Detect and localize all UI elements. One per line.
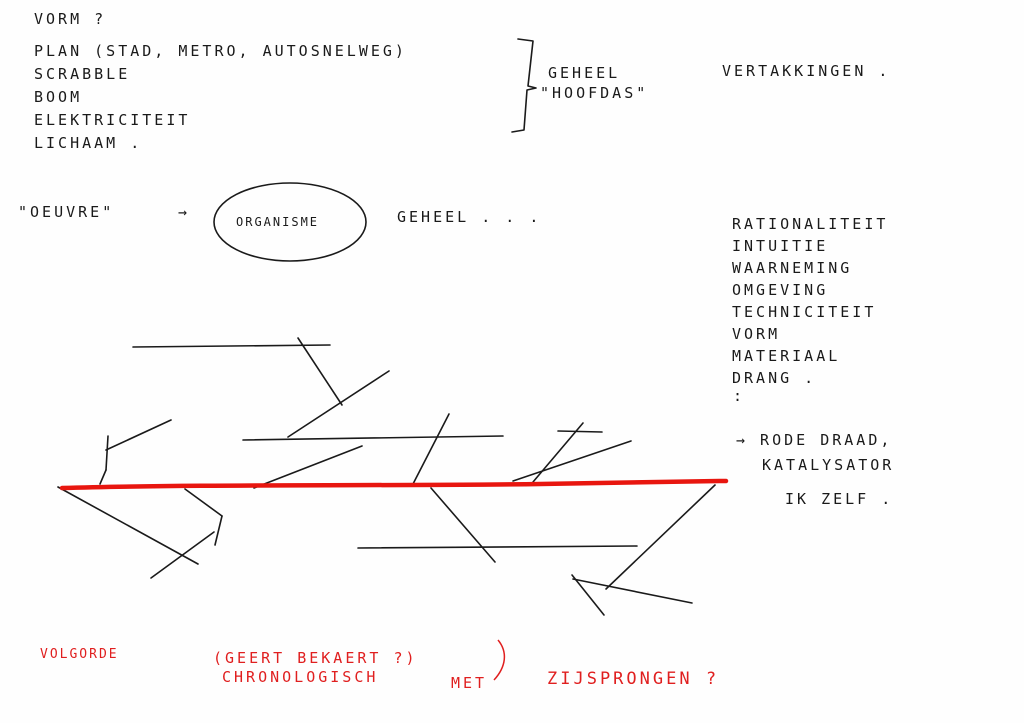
ik-zelf-label: IK ZELF . [785, 490, 894, 508]
branch-line [184, 488, 223, 517]
red-parenthesis [493, 639, 506, 681]
branch-line [214, 515, 223, 546]
branch-line [253, 445, 363, 489]
aspect-item: OMGEVING [732, 281, 829, 299]
aspect-item: INTUITIE [732, 237, 829, 255]
grouping-bracket [511, 38, 537, 133]
geheel-label-top: GEHEEL [548, 64, 621, 82]
aspect-item: WAARNEMING [732, 259, 853, 277]
branch-line [557, 430, 603, 433]
branch-line [572, 578, 693, 604]
vorm-question: VORM ? [34, 10, 107, 28]
hoofdas-label: "HOOFDAS" [540, 84, 649, 102]
rode-draad-line: → RODE DRAAD, [736, 431, 893, 449]
branch-line [430, 487, 496, 563]
branch-line [242, 435, 504, 441]
aspect-item: RATIONALITEIT [732, 215, 889, 233]
oeuvre-label: "OEUVRE" [18, 203, 115, 221]
aspects-list: RATIONALITEIT INTUITIE WAARNEMING OMGEVI… [732, 217, 888, 393]
example-elektriciteit: ELEKTRICITEIT [34, 111, 191, 129]
branch-line [412, 413, 450, 485]
chronologisch-label: CHRONOLOGISCH [222, 668, 379, 686]
example-boom: BOOM [34, 88, 83, 106]
organism-label: ORGANISME [236, 215, 320, 229]
geert-bekaert-label: (GEERT BEKAERT ?) [213, 649, 418, 667]
aspect-item: DRANG . [732, 369, 817, 387]
branch-line [132, 344, 331, 348]
branch-diagram [57, 337, 716, 616]
aspect-item: VORM [732, 325, 781, 343]
branch-line [57, 486, 199, 565]
branch-line [150, 531, 215, 579]
example-scrabble: SCRABBLE [34, 65, 131, 83]
aspect-item: TECHNICITEIT [732, 303, 877, 321]
vertakkingen-label: VERTAKKINGEN . [722, 62, 891, 80]
red-main-axis [59, 478, 729, 491]
branch-line [605, 484, 716, 590]
branch-line [297, 337, 343, 406]
branch-line [287, 370, 390, 438]
branch-line [512, 440, 632, 482]
branch-line [105, 435, 109, 471]
continuation-dots: : [733, 387, 746, 405]
branch-line [357, 545, 638, 549]
branch-line [571, 574, 605, 616]
branch-line [99, 469, 107, 485]
organism-circle [213, 182, 367, 262]
branch-line [105, 419, 172, 451]
example-plan: PLAN (STAD, METRO, AUTOSNELWEG) [34, 42, 407, 60]
arrow-to-organism: → [178, 203, 191, 221]
met-label: MET [451, 674, 488, 692]
geheel-label-middle: GEHEEL . . . [397, 208, 542, 226]
katalysator-label: KATALYSATOR [762, 456, 895, 474]
volgorde-label: VOLGORDE [40, 647, 119, 662]
aspect-item: MATERIAAL [732, 347, 841, 365]
example-lichaam: LICHAAM . [34, 134, 143, 152]
zijsprongen-label: ZIJSPRONGEN ? [547, 669, 720, 689]
vorm-examples-list: PLAN (STAD, METRO, AUTOSNELWEG) SCRABBLE… [34, 44, 407, 159]
